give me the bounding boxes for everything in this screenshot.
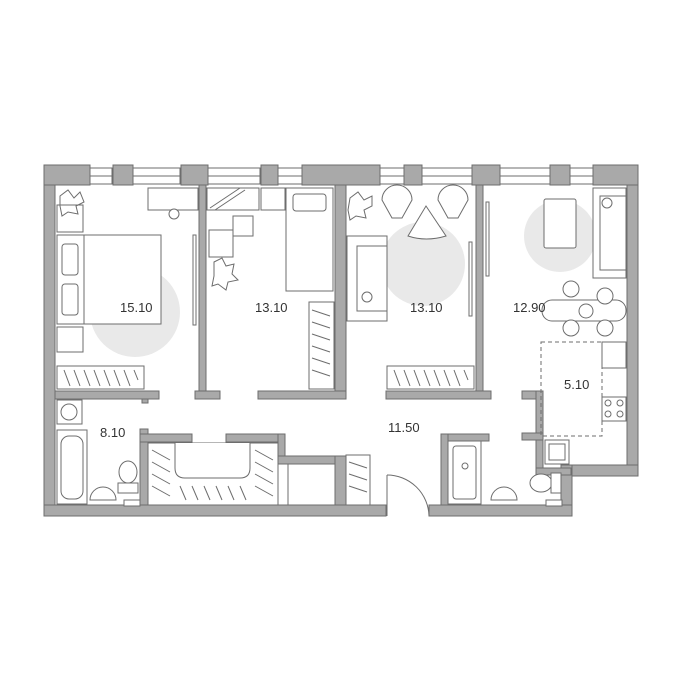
bedroom-2-area: 13.10: [255, 300, 288, 315]
doors: [192, 201, 490, 517]
dining-room-area: 12.90: [513, 300, 546, 315]
dining-kitchen-furniture: [540, 187, 627, 465]
living-room-area: 13.10: [410, 300, 443, 315]
bedroom-1-furniture: [56, 187, 199, 390]
bedroom-2-furniture: [206, 187, 335, 390]
bathroom-area: 8.10: [100, 425, 125, 440]
walls: [43, 164, 639, 517]
hallway-area: 11.50: [388, 420, 420, 435]
bathroom-fixtures: [56, 399, 563, 507]
living-room-furniture: [346, 184, 475, 390]
bedroom-1-area: 15.10: [120, 300, 153, 315]
area-labels: 15.10 13.10 13.10 12.90 5.10 8.10 11.50: [100, 300, 589, 440]
kitchen-area: 5.10: [564, 377, 589, 392]
